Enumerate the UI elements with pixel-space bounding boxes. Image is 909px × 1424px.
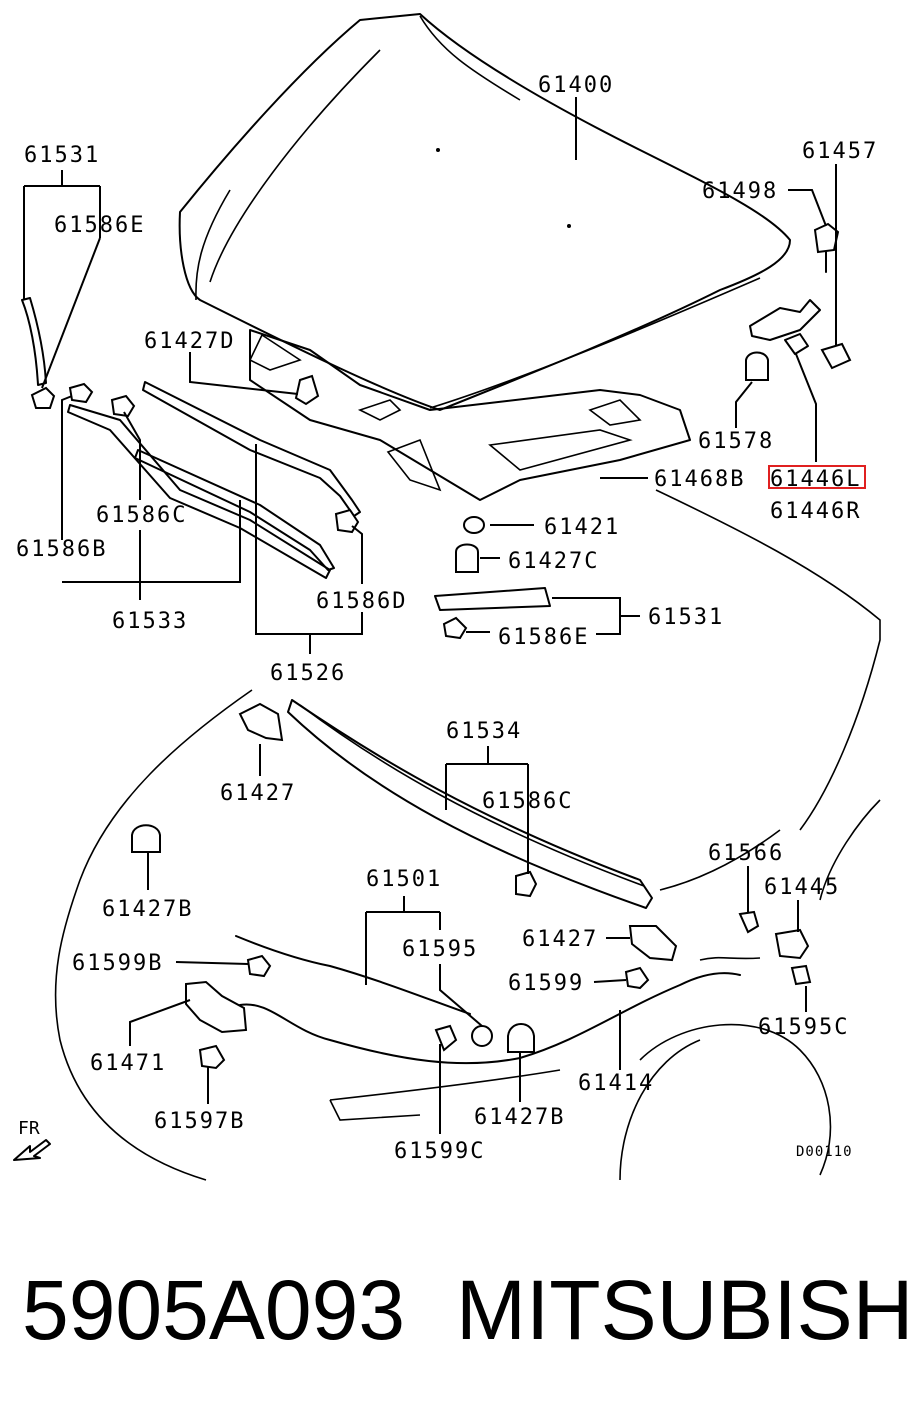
label-61498: 61498 (702, 179, 778, 204)
label-61468B: 61468B (654, 467, 745, 492)
part-number: 5905A093 (22, 1263, 406, 1357)
label-61599C: 61599C (394, 1139, 485, 1164)
label-61599: 61599 (508, 971, 584, 996)
label-61427C: 61427C (508, 549, 599, 574)
label-61595C: 61595C (758, 1015, 849, 1040)
label-61599B: 61599B (72, 951, 163, 976)
label-61586E: 61586E (54, 213, 145, 238)
label-61597B: 61597B (154, 1109, 245, 1134)
label-61501: 61501 (366, 867, 442, 892)
label-61446R: 61446R (770, 499, 861, 524)
label-61586D: 61586D (316, 589, 407, 614)
label-61534: 61534 (446, 719, 522, 744)
label-61427B: 61427B (102, 897, 193, 922)
label-61586C: 61586C (96, 503, 187, 528)
label-61427B-lower: 61427B (474, 1105, 565, 1130)
label-61533: 61533 (112, 609, 188, 634)
label-61427: 61427 (220, 781, 296, 806)
label-61586C-lower: 61586C (482, 789, 573, 814)
diagram-code: D00110 (796, 1144, 853, 1160)
clips (30, 374, 485, 640)
label-fr: FR (18, 1118, 40, 1139)
label-61427D: 61427D (144, 329, 235, 354)
label-61471: 61471 (90, 1051, 166, 1076)
label-61400: 61400 (538, 73, 614, 98)
label-61566: 61566 (708, 841, 784, 866)
hinge-assembly (745, 222, 852, 381)
front-arrow-icon (13, 1139, 51, 1161)
label-61445: 61445 (764, 875, 840, 900)
label-61457: 61457 (802, 139, 878, 164)
label-61595: 61595 (402, 937, 478, 962)
leader-lines (23, 97, 837, 1134)
lower-assembly (54, 489, 881, 1181)
brand-name: MITSUBISHI (456, 1263, 909, 1357)
label-61531-right: 61531 (648, 605, 724, 630)
label-61586E-right: 61586E (498, 625, 589, 650)
part-labels: 61400 61531 61586E 61457 61498 61427D 61… (16, 73, 878, 1164)
label-61421: 61421 (544, 515, 620, 540)
label-61427-lower: 61427 (522, 927, 598, 952)
label-61414: 61414 (578, 1071, 654, 1096)
label-61578: 61578 (698, 429, 774, 454)
label-61526: 61526 (270, 661, 346, 686)
label-61446L: 61446L (770, 467, 861, 492)
highlight-box (768, 465, 866, 489)
label-61586B: 61586B (16, 537, 107, 562)
parts-diagram: 61400 61531 61586E 61457 61498 61427D 61… (13, 13, 881, 1181)
label-61531: 61531 (24, 143, 100, 168)
hood-outline (178, 13, 791, 501)
